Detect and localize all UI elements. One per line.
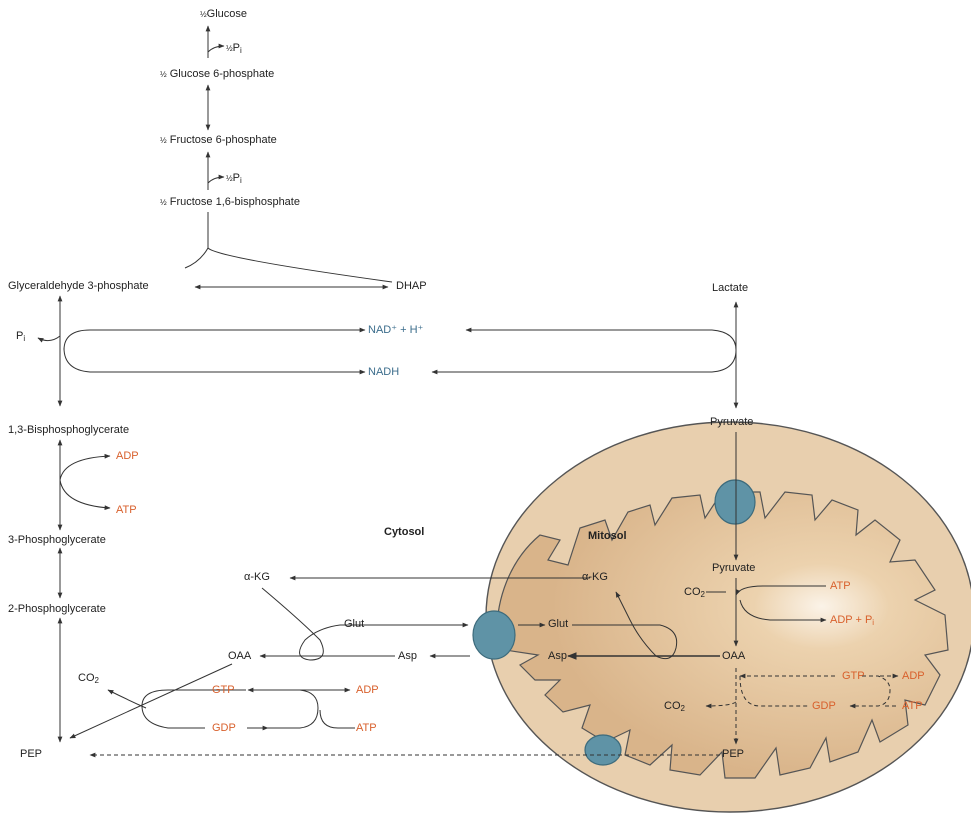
pep-cyto-label: PEP [20, 748, 43, 760]
f16bp-label: ½ Fructose 1,6-bisphosphate [160, 196, 300, 208]
nad-label: NAD⁺ + H⁺ [368, 324, 424, 336]
asp-mito-label: Asp [548, 650, 567, 662]
pi-label-3: Pi [16, 330, 26, 343]
gap-label: Glyceraldehyde 3-phosphate [8, 280, 149, 292]
pyruvate-mito-label: Pyruvate [712, 562, 756, 574]
gtp-cyto-label: GTP [212, 684, 235, 696]
glut-mito-label: Glut [548, 618, 569, 630]
atp-cyto-label: ATP [356, 722, 377, 734]
pg2-label: 2-Phosphoglycerate [8, 603, 106, 615]
f6p-label: ½ Fructose 6-phosphate [160, 134, 277, 146]
lactate-label: Lactate [712, 282, 749, 294]
adp-label-1: ADP [116, 450, 139, 462]
inner-membrane [496, 491, 949, 779]
adp-cyto-label: ADP [356, 684, 379, 696]
oaa-mito-label: OAA [722, 650, 746, 662]
co2-mito-label-2: CO2 [664, 700, 685, 713]
cytosol-label: Cytosol [384, 526, 425, 538]
pi-label-2: ½Pi [226, 172, 242, 185]
gdp-cyto-label: GDP [212, 722, 236, 734]
glucose-label: ½Glucose [200, 8, 248, 20]
mitochondrion [485, 421, 971, 813]
transporter-pep [584, 734, 622, 766]
pyruvate-cyto-label: Pyruvate [710, 416, 754, 428]
g6p-label: ½ Glucose 6-phosphate [160, 68, 275, 80]
pg3-label: 3-Phosphoglycerate [8, 534, 106, 546]
transporter-pyruvate [714, 479, 756, 525]
akg-cyto-label: α-KG [244, 571, 270, 583]
nadh-label: NADH [368, 366, 400, 378]
atp-mito-label: ATP [830, 580, 851, 592]
oaa-cyto-label: OAA [228, 650, 252, 662]
glut-cyto-label: Glut [344, 618, 365, 630]
gtp-mito-label: GTP [842, 670, 865, 682]
pep-mito-label: PEP [722, 748, 745, 760]
adp-pi-mito-label: ADP + Pi [830, 614, 875, 627]
transporter-asp-glut [472, 610, 516, 660]
bpg-label: 1,3-Bisphosphoglycerate [8, 424, 130, 436]
co2-cyto-label: CO2 [78, 672, 99, 685]
co2-mito-label-1: CO2 [684, 586, 705, 599]
pi-label-1: ½Pi [226, 42, 242, 55]
gdp-mito-label: GDP [812, 700, 836, 712]
atp-mito-label-2: ATP [902, 700, 923, 712]
dhap-label: DHAP [396, 280, 427, 292]
mitosol-label: Mitosol [588, 530, 627, 542]
atp-label-1: ATP [116, 504, 137, 516]
asp-cyto-label: Asp [398, 650, 417, 662]
akg-mito-label: α-KG [582, 571, 608, 583]
adp-mito-label: ADP [902, 670, 925, 682]
